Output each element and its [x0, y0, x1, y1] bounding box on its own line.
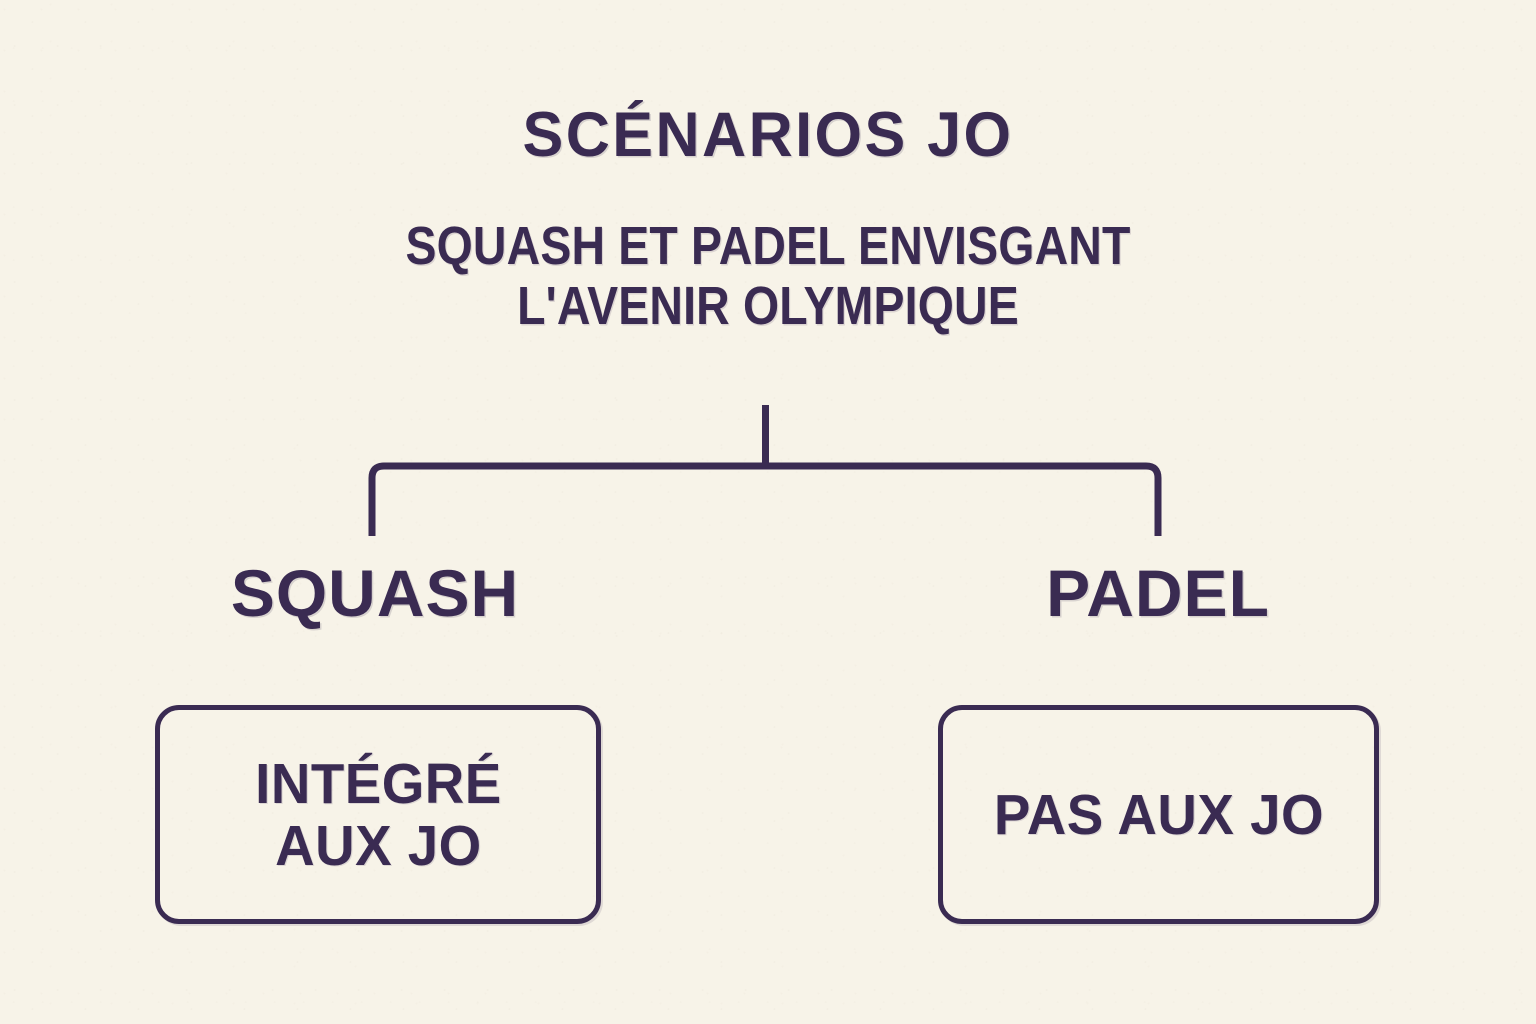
outcome-squash-line-1: INTÉGRÉ [254, 751, 502, 816]
outcome-text-squash: INTÉGRÉ AUX JO [255, 753, 502, 877]
outcome-box-padel: PAS AUX JO [938, 705, 1379, 924]
outcome-text-padel: PAS AUX JO [993, 784, 1323, 846]
outcome-padel-line-1: PAS AUX JO [993, 782, 1324, 847]
connector-branch-right [765, 462, 1162, 536]
diagram-title: SCÉNARIOS JO [522, 100, 1014, 170]
outcome-box-squash: INTÉGRÉ AUX JO [155, 705, 601, 924]
connector-branch-left [368, 462, 766, 536]
outcome-squash-line-2: AUX JO [274, 813, 482, 878]
diagram-subtitle: SQUASH ET PADEL ENVISGANT L'AVENIR OLYMP… [108, 216, 1429, 336]
subtitle-line-1: SQUASH ET PADEL ENVISGANT [405, 216, 1131, 276]
subtitle-line-2: L'AVENIR OLYMPIQUE [517, 276, 1019, 336]
branch-label-padel: PADEL [1046, 556, 1270, 630]
branch-label-squash: SQUASH [230, 556, 520, 630]
